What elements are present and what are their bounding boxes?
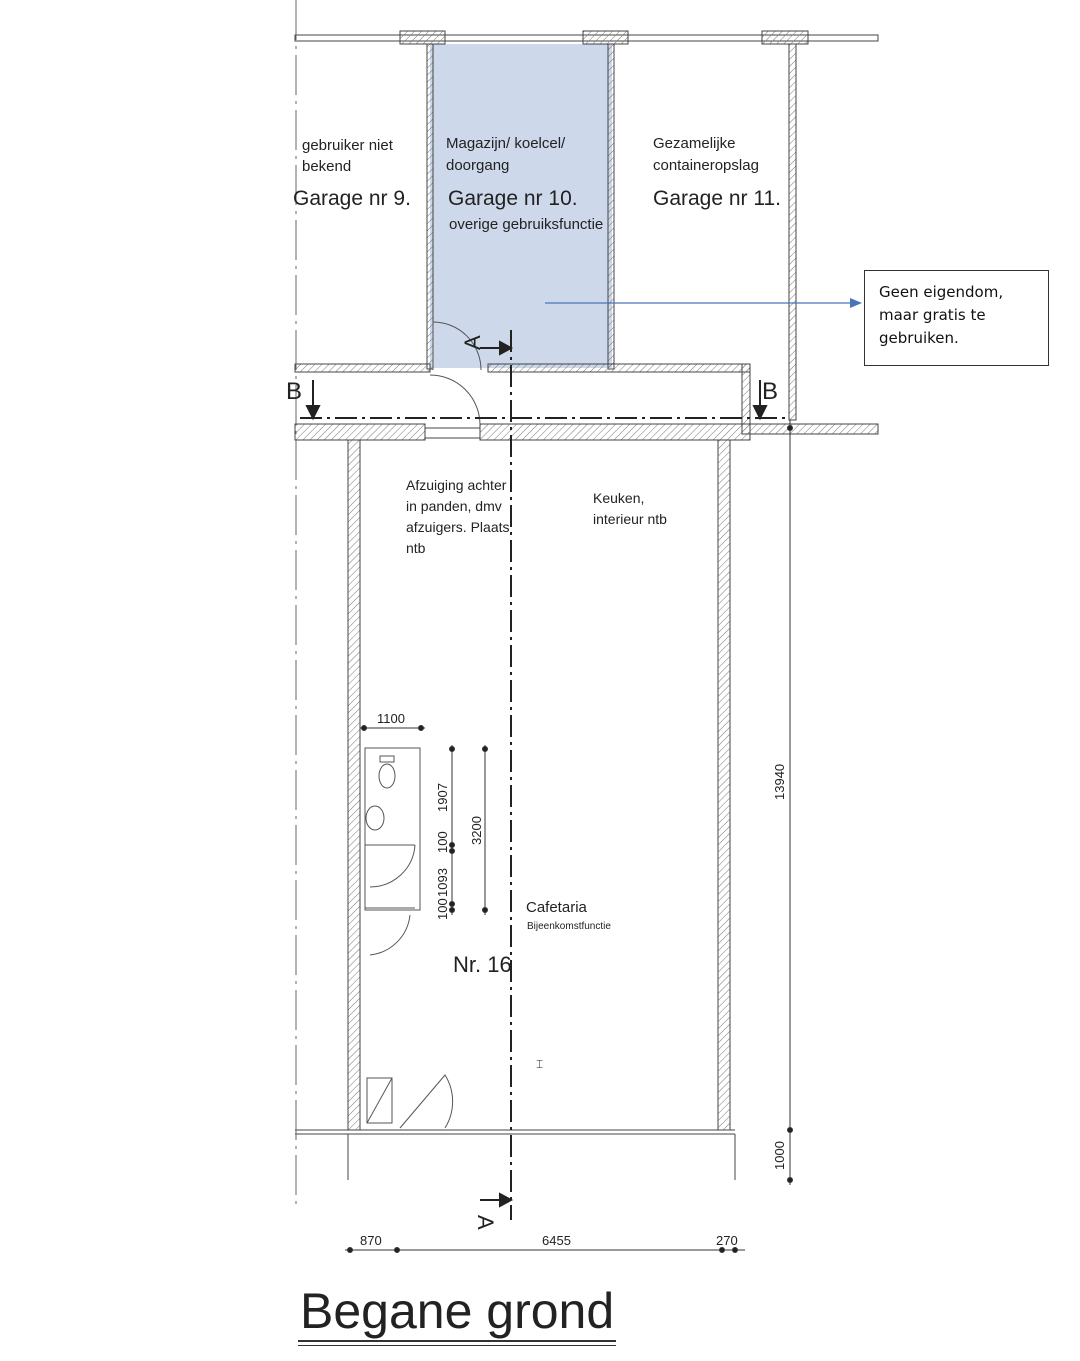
ownership-callout: Geen eigendom, maar gratis te gebruiken. (864, 270, 1049, 366)
walls (294, 30, 879, 1180)
dim-front: 1000 (772, 1141, 787, 1170)
toilet-block (364, 747, 421, 1124)
dim-100a: 100 (435, 831, 450, 853)
room-name: Cafetaria (526, 899, 588, 916)
dim-bottom-6455: 6455 (542, 1233, 571, 1248)
room-function: Bijeenkomstfunctie (527, 921, 611, 932)
section-label-b-left: B (286, 378, 302, 405)
dim-100b: 100 (435, 898, 450, 920)
garage-10-name: Garage nr 10. (448, 187, 578, 210)
title-underline (298, 1340, 616, 1342)
garage-10-use: Magazijn/ koelcel/doorgang (446, 135, 566, 174)
dim-depth: 13940 (772, 764, 787, 800)
dim-toilet-width: 1100 (377, 711, 405, 726)
dim-1093: 1093 (435, 868, 450, 897)
drawing-title: Begane grond (300, 1283, 615, 1339)
column-mark: ⌶ (536, 1057, 543, 1071)
dimension-lines (345, 420, 793, 1253)
section-arrows (305, 340, 768, 1208)
dim-1907: 1907 (435, 783, 450, 812)
dim-bottom-270: 270 (716, 1233, 738, 1248)
section-label-b-right: B (762, 378, 778, 405)
sink-icon (365, 805, 385, 831)
doors (369, 321, 482, 1129)
callout-line: Geen eigendom, (879, 283, 1004, 301)
callout-line: gebruiken. (879, 329, 959, 347)
dim-bottom-870: 870 (360, 1233, 382, 1248)
kitchen-note: Keuken,interieur ntb (593, 490, 667, 527)
toilet-icon (378, 763, 396, 789)
callout-line: maar gratis te (879, 306, 986, 324)
arrow-head-icon (850, 298, 862, 308)
section-label-a-top: A (460, 335, 485, 350)
garage-9-name: Garage nr 9. (293, 187, 411, 210)
garage-11-name: Garage nr 11. (653, 187, 781, 210)
dim-toilet-total: 3200 (469, 816, 484, 845)
title-underline-2 (298, 1345, 616, 1346)
garage-10-highlight (430, 44, 612, 368)
garage-10-function: overige gebruiksfunctie (449, 216, 603, 233)
section-label-a-bottom: A (473, 1215, 498, 1230)
unit-number: Nr. 16 (453, 952, 512, 977)
